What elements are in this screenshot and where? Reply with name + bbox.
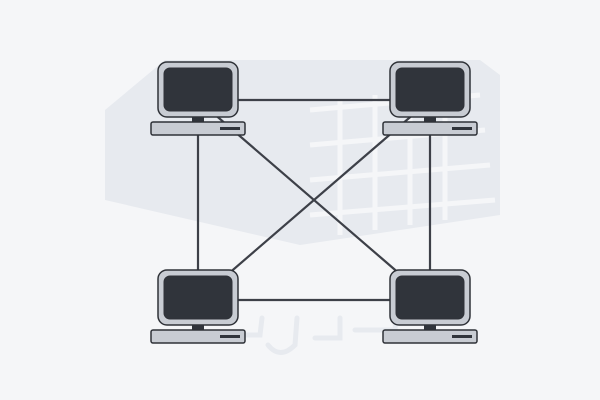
computer-top-left xyxy=(150,61,246,136)
desktop-computer-icon xyxy=(382,269,478,344)
network-nodes xyxy=(150,61,478,344)
desktop-computer-icon xyxy=(150,61,246,136)
desktop-computer-icon xyxy=(150,269,246,344)
computer-bottom-right xyxy=(382,269,478,344)
computer-top-right xyxy=(382,61,478,136)
computer-bottom-left xyxy=(150,269,246,344)
desktop-computer-icon xyxy=(382,61,478,136)
